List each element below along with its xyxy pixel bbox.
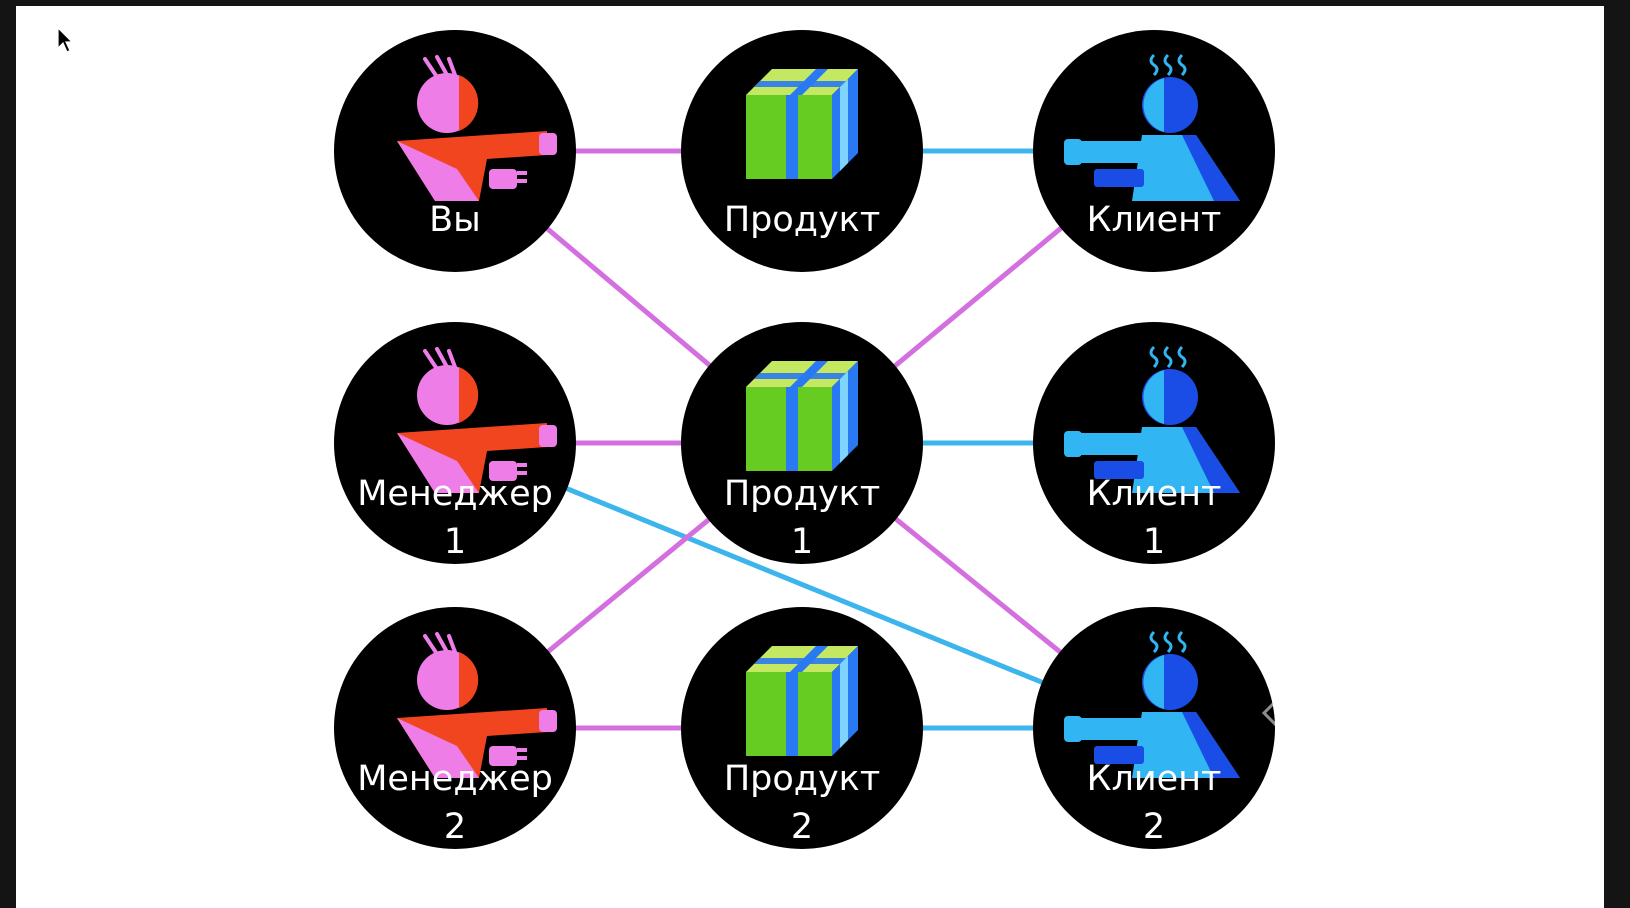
box-side-ribbon [840,656,848,748]
client-arm [1078,433,1174,455]
seller-head-shade [459,652,479,708]
watermark: БМ [1261,623,1441,803]
client-head-shade [1143,78,1164,132]
mouse-cursor-icon [57,26,74,53]
client-head-shade [1143,370,1164,424]
box-top-ribbon-cross [754,81,846,87]
node-label: Продукт [724,200,880,240]
node-label: 2 [444,807,466,847]
node-manager2: Менеджер 2 [334,607,576,849]
client-steam [1149,53,1187,77]
seller-torso-shade [397,433,479,493]
client-icon [1064,53,1240,201]
seller-hand-left [489,461,517,481]
client-hand [1064,431,1082,457]
seller-torso-shade [397,718,479,778]
node-label: 1 [791,522,813,562]
node-label: Продукт [724,759,880,799]
node-label: 1 [444,522,466,562]
client-body-shade [1182,427,1240,493]
watermark-text: БМ [1298,679,1403,758]
node-manager1: Менеджер 1 [334,322,576,564]
client-arm [1078,141,1174,163]
node-label: Менеджер [357,474,553,514]
box-front-ribbon [786,387,798,471]
box-icon [746,69,858,179]
node-you: Вы [334,30,576,272]
client-icon [1064,345,1240,493]
node-product: Продукт [681,30,923,272]
seller-fingers [517,463,527,475]
node-label: 2 [791,807,813,847]
box-icon [746,361,858,471]
client-body-shade [1182,712,1240,778]
seller-hair [423,55,457,79]
client-steam [1149,345,1187,369]
seller-hair [423,632,457,656]
box-icon [746,646,858,756]
client-icon [1064,630,1240,778]
node-label: 2 [1143,807,1165,847]
client-hand-lower [1094,169,1144,187]
seller-icon [397,632,557,778]
node-label: Менеджер [357,759,553,799]
box-side-ribbon [840,79,848,171]
node-client: Клиент [1033,30,1275,272]
seller-torso-shade [397,141,479,201]
client-arm [1078,718,1174,740]
node-product2: Продукт 2 [681,607,923,849]
node-label: Продукт [724,474,880,514]
client-hand [1064,716,1082,742]
seller-icon [397,55,557,201]
box-front-ribbon [786,672,798,756]
seller-hand-right [539,425,557,447]
client-body-shade [1182,135,1240,201]
node-label: Клиент [1087,474,1222,514]
seller-fingers [517,748,527,760]
client-hand-lower [1094,746,1144,764]
seller-head-shade [459,367,479,423]
edge-manager1-client2 [452,440,1157,731]
seller-icon [397,347,557,493]
node-client1: Клиент 1 [1033,322,1275,564]
client-hand-lower [1094,461,1144,479]
seller-head-shade [459,75,479,131]
seller-hand-left [489,169,517,189]
seller-fingers [517,171,527,183]
node-client2: Клиент 2 [1033,607,1275,849]
seller-hand-right [539,710,557,732]
box-front-ribbon [786,95,798,179]
box-top-ribbon-cross [754,373,846,379]
node-label: Вы [429,200,481,240]
seller-hand-left [489,746,517,766]
box-side-ribbon [840,371,848,463]
seller-hand-right [539,133,557,155]
client-steam [1149,630,1187,654]
node-label: Клиент [1087,200,1222,240]
node-product1: Продукт 1 [681,322,923,564]
client-head-shade [1143,655,1164,709]
watermark-diamond-icon [1261,623,1441,803]
node-label: 1 [1143,522,1165,562]
seller-hair [423,347,457,371]
client-hand [1064,139,1082,165]
node-label: Клиент [1087,759,1222,799]
box-top-ribbon-cross [754,658,846,664]
